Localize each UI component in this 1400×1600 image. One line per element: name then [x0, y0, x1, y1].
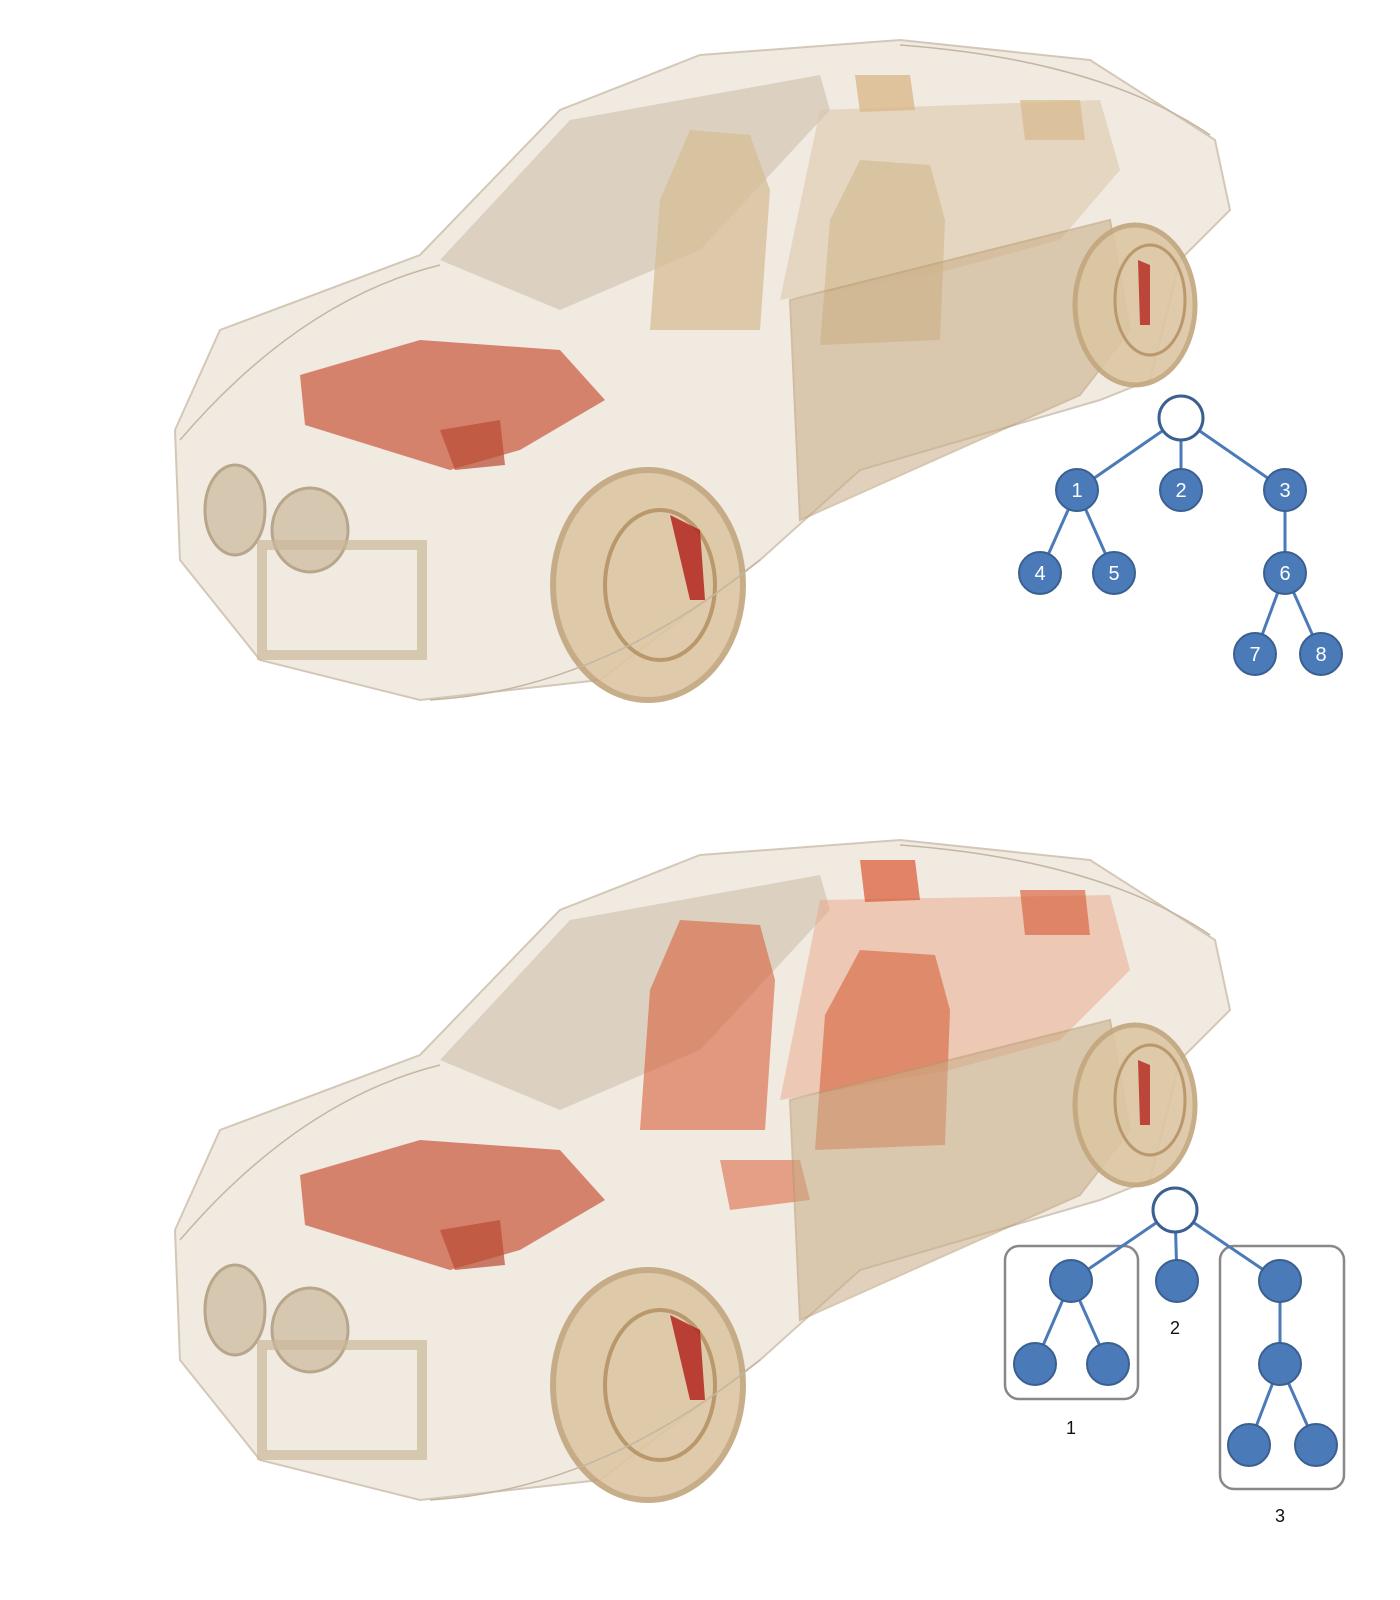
node-label: 7 — [1249, 644, 1260, 666]
car-body-bottom — [173, 838, 1232, 1503]
group-box-1 — [1003, 1244, 1140, 1401]
group-label-3: 3 — [1275, 1506, 1285, 1526]
top-panel: 1 2 3 4 5 6 7 — [173, 38, 1343, 703]
node-label: 8 — [1315, 644, 1326, 666]
tree-top-node-3: 3 — [1263, 468, 1307, 512]
car-illustration-top: 1 2 3 4 5 6 7 — [173, 38, 1343, 703]
group-box-3 — [1218, 1244, 1346, 1491]
tree-top-node-6: 6 — [1263, 551, 1307, 595]
tree-bottom-node — [1086, 1342, 1130, 1386]
car-illustration-bottom: 1 2 3 — [173, 838, 1346, 1526]
node-label: 1 — [1071, 480, 1082, 502]
tree-bottom-node — [1227, 1423, 1271, 1467]
node-label: 6 — [1279, 563, 1290, 585]
tree-bottom: 1 2 3 — [1003, 1186, 1346, 1526]
tree-top-root-node — [1157, 394, 1205, 442]
node-label: 3 — [1279, 480, 1290, 502]
tree-bottom-node — [1294, 1423, 1338, 1467]
tree-top-node-5: 5 — [1092, 551, 1136, 595]
node-label: 5 — [1108, 563, 1119, 585]
tree-bottom-root-node — [1151, 1186, 1199, 1234]
group-label-1: 1 — [1066, 1418, 1076, 1438]
group-label-2: 2 — [1170, 1318, 1180, 1338]
tree-top-node-4: 4 — [1018, 551, 1062, 595]
tree-bottom-node — [1155, 1259, 1199, 1303]
tree-bottom-node — [1258, 1342, 1302, 1386]
node-label: 4 — [1034, 563, 1045, 585]
car-body-top — [173, 38, 1232, 703]
tree-bottom-node — [1013, 1342, 1057, 1386]
tree-top-node-1: 1 — [1055, 468, 1099, 512]
tree-top-node-7: 7 — [1233, 632, 1277, 676]
tree-bottom-node — [1258, 1259, 1302, 1303]
tree-top-node-2: 2 — [1159, 468, 1203, 512]
tree-top-node-8: 8 — [1299, 632, 1343, 676]
tree-bottom-node — [1049, 1259, 1093, 1303]
node-label: 2 — [1175, 480, 1186, 502]
tree-top-edges — [1038, 416, 1323, 655]
bottom-panel: 1 2 3 — [0, 800, 1400, 1600]
tree-top: 1 2 3 4 5 6 7 — [1018, 394, 1343, 676]
